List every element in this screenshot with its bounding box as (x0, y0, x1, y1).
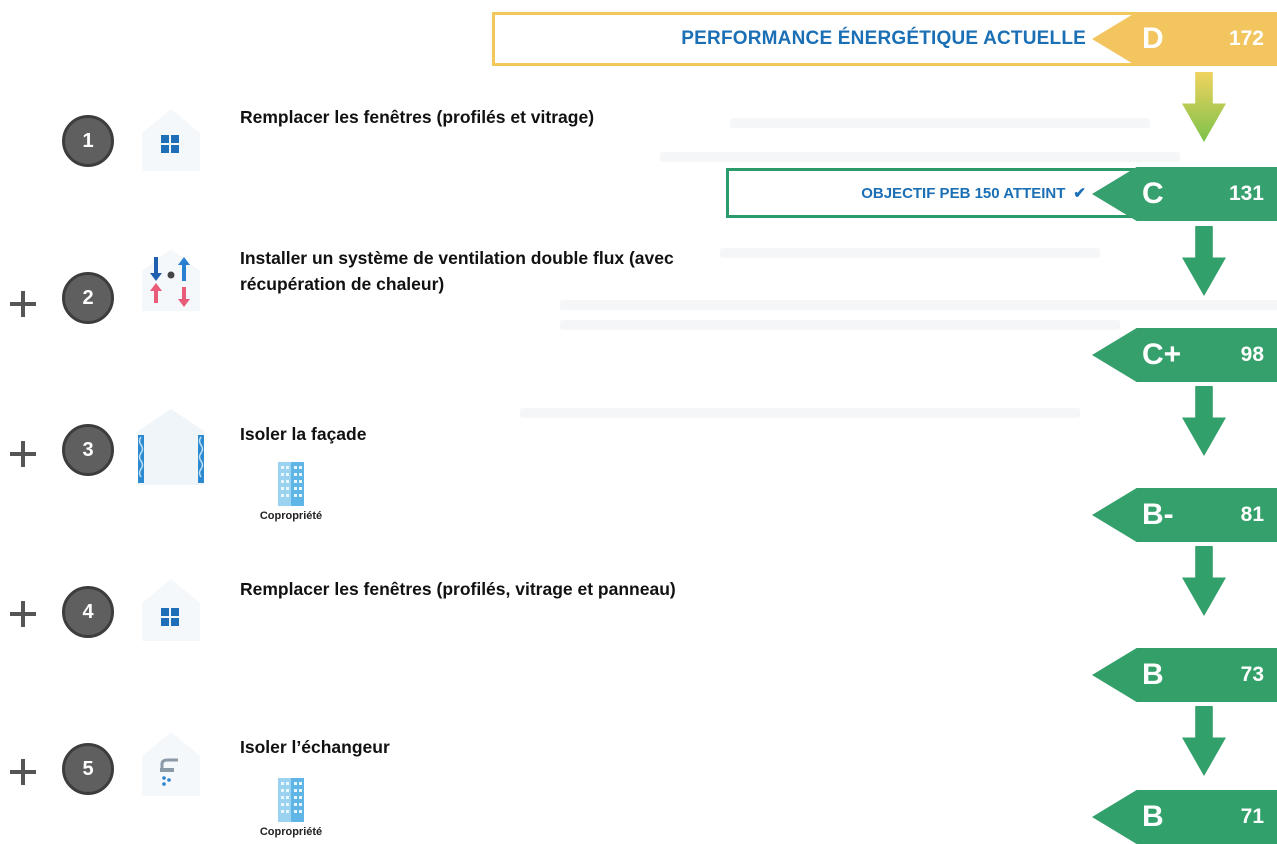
step-number-badge: 1 (62, 115, 114, 167)
step-number-badge: 5 (62, 743, 114, 795)
energy-class: C+ (1142, 338, 1182, 371)
step-number-badge: 3 (62, 424, 114, 476)
window-icon (136, 565, 206, 645)
energy-value: 73 (1240, 663, 1264, 686)
energy-class: C (1142, 177, 1164, 210)
step-number-badge: 4 (62, 586, 114, 638)
plus-icon (10, 291, 36, 317)
step-title-line: Installer un système de ventilation doub… (240, 248, 674, 268)
energy-label-c: C 131 (1092, 167, 1277, 221)
background-ghost-line (730, 118, 1150, 128)
down-arrow-icon (1182, 386, 1226, 456)
current-performance-banner: PERFORMANCE ÉNERGÉTIQUE ACTUELLE (492, 12, 1182, 66)
plus-icon (10, 759, 36, 785)
step-title: Isoler l’échangeur (240, 737, 390, 757)
step-title: Isoler la façade (240, 424, 367, 444)
copropriete-badge: Copropriété (256, 778, 326, 838)
background-ghost-line (520, 408, 1080, 418)
energy-label-b-final: B 71 (1092, 790, 1277, 844)
energy-value: 81 (1240, 503, 1264, 526)
building-icon (278, 462, 304, 506)
energy-value: 71 (1240, 805, 1264, 828)
background-ghost-line (720, 248, 1100, 258)
current-performance-label: PERFORMANCE ÉNERGÉTIQUE ACTUELLE (681, 28, 1086, 49)
step-title: Installer un système de ventilation doub… (240, 245, 674, 297)
facade-insulation-icon (134, 405, 204, 485)
background-ghost-line (660, 152, 1180, 162)
plus-icon (10, 601, 36, 627)
energy-value: 98 (1240, 343, 1264, 366)
energy-label-b: B 73 (1092, 648, 1277, 702)
window-icon (136, 95, 206, 175)
copropriete-badge: Copropriété (256, 462, 326, 522)
copropriete-label: Copropriété (259, 510, 323, 522)
step-title: Remplacer les fenêtres (profilés, vitrag… (240, 579, 676, 599)
energy-class: B- (1142, 498, 1174, 531)
energy-label-b-minus: B- 81 (1092, 488, 1277, 542)
step-title-line: récupération de chaleur) (240, 274, 445, 294)
target-reached-label: OBJECTIF PEB 150 ATTEINT (861, 184, 1066, 202)
target-reached-banner: OBJECTIF PEB 150 ATTEINT ✔ (726, 168, 1176, 218)
step-title: Remplacer les fenêtres (profilés et vitr… (240, 107, 595, 127)
checkmark-icon: ✔ (1073, 184, 1086, 202)
down-arrow-icon (1182, 706, 1226, 776)
step-number-badge: 2 (62, 272, 114, 324)
down-arrow-icon (1182, 546, 1226, 616)
energy-class: B (1142, 658, 1164, 691)
shower-heater-icon (136, 720, 206, 800)
copropriete-label: Copropriété (259, 826, 323, 838)
ventilation-icon (136, 245, 206, 325)
building-icon (278, 778, 304, 822)
energy-label-c-plus: C+ 98 (1092, 328, 1277, 382)
energy-value: 131 (1228, 182, 1264, 205)
down-arrow-icon (1182, 72, 1226, 142)
background-ghost-line (560, 300, 1277, 310)
background-ghost-line (560, 320, 1120, 330)
plus-icon (10, 441, 36, 467)
down-arrow-icon (1182, 226, 1226, 296)
energy-value: 172 (1228, 27, 1264, 50)
energy-label-d: D 172 (1092, 12, 1277, 66)
energy-class: D (1142, 22, 1164, 55)
energy-class: B (1142, 800, 1164, 833)
